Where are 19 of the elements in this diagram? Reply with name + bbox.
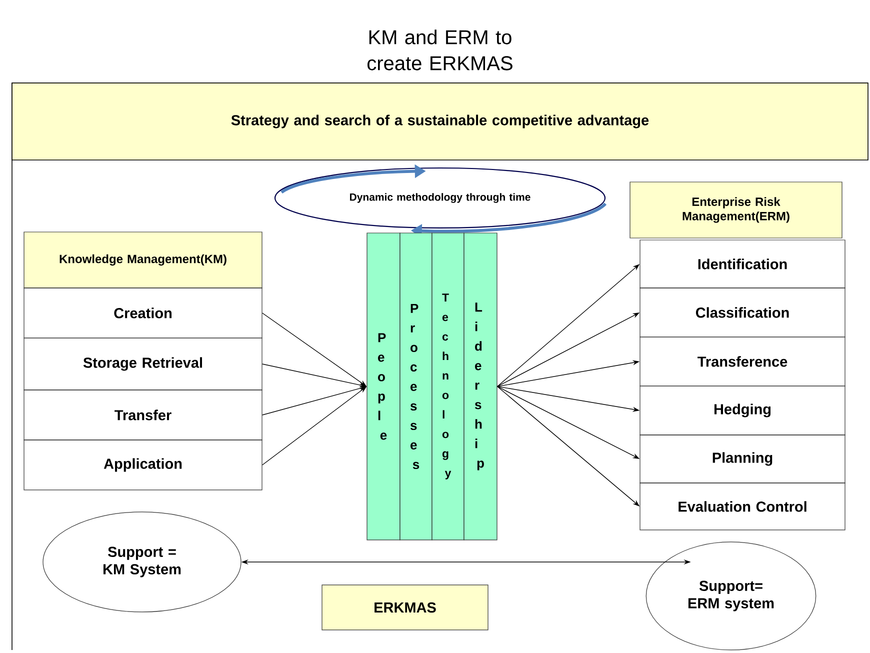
- pillar: Technology: [432, 232, 464, 540]
- title: KM and ERM to create ERKMAS: [368, 30, 512, 70]
- header-band: Strategy and search of a sustainable competitive advantage: [12, 82, 868, 160]
- process-box: Evaluation Control: [640, 482, 846, 530]
- process-box: Identification: [640, 240, 846, 288]
- process-box: Classification: [640, 288, 846, 338]
- process-box: Storage Retrieval: [24, 338, 262, 390]
- process-box: Creation: [24, 288, 262, 338]
- process-box: Transfer: [24, 390, 262, 440]
- process-box: Planning: [640, 434, 846, 484]
- process-box: Application: [24, 440, 262, 490]
- pillar: People: [366, 232, 400, 540]
- pillar: Processes: [400, 232, 432, 540]
- pillar: Lidership: [464, 232, 498, 540]
- process-box: Hedging: [640, 386, 846, 436]
- system-box: ERKMAS: [322, 584, 488, 630]
- header-box: Knowledge Management(KM): [24, 232, 262, 288]
- process-box: Transference: [640, 336, 846, 386]
- header-box: Enterprise Risk Management(ERM): [630, 182, 842, 238]
